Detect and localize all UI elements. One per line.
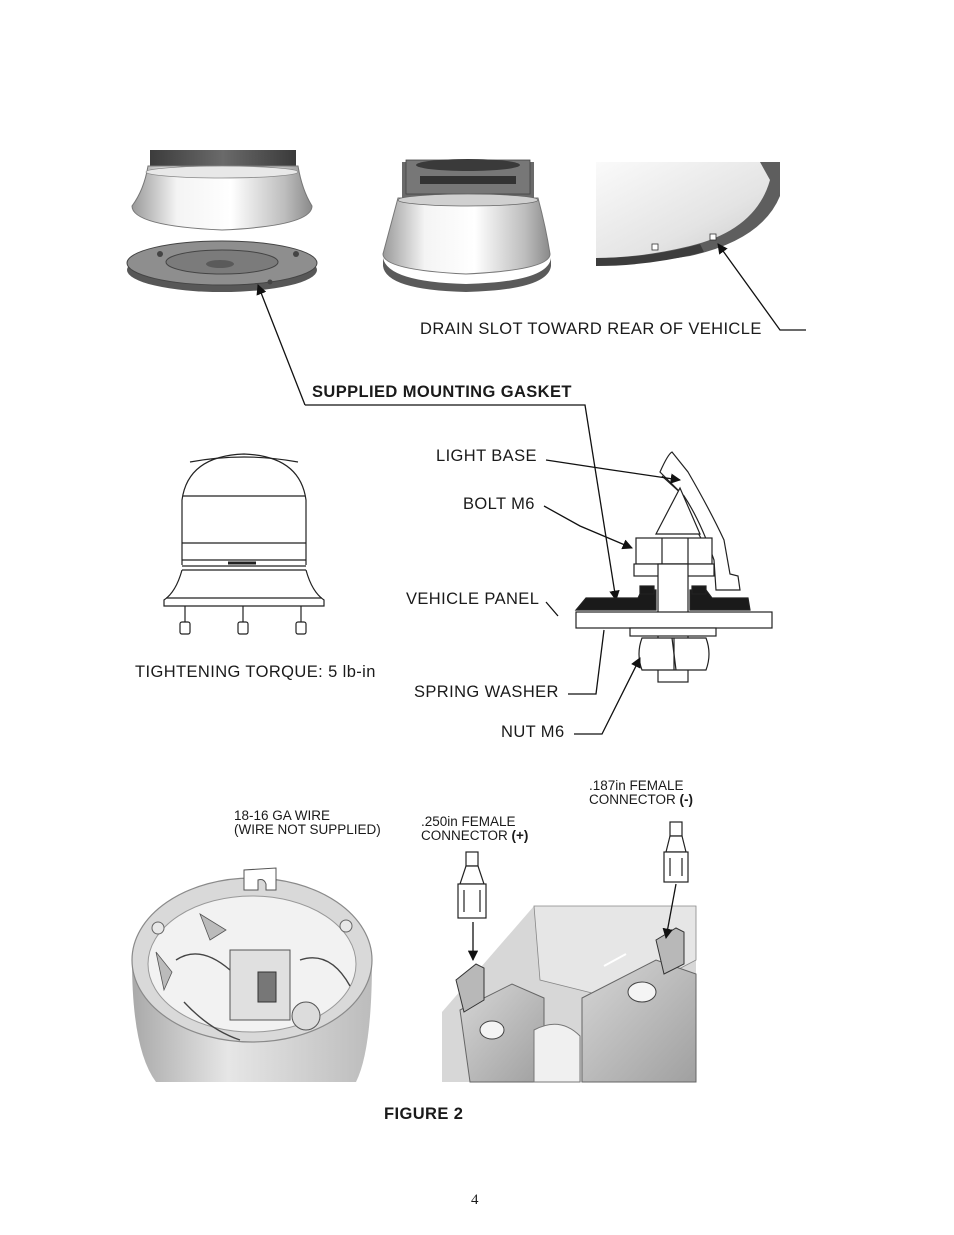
nut-label: NUT M6 (501, 723, 565, 741)
vehicle-panel-leader (545, 601, 559, 617)
wire-label-line2: (WIRE NOT SUPPLIED) (234, 822, 381, 837)
negative-connector-line1: .187in FEMALE (589, 778, 684, 793)
negative-connector-line2: CONNECTOR (-) (589, 793, 693, 807)
bolt-leader (543, 505, 633, 550)
drain-slot-closeup-illustration (596, 162, 780, 266)
figure-caption: FIGURE 2 (384, 1105, 464, 1123)
gasket-leader-upper (256, 284, 306, 406)
spring-washer-label: SPRING WASHER (414, 683, 559, 701)
mounting-section-drawing (574, 451, 773, 683)
torque-label: TIGHTENING TORQUE: 5 lb-in (135, 663, 376, 681)
wire-label: 18-16 GA WIRE (WIRE NOT SUPPLIED) (234, 809, 381, 837)
assembled-light-illustration (382, 159, 551, 292)
light-base-leader (545, 459, 682, 484)
wiring-bowl-photo (131, 867, 373, 1082)
positive-connector-line2: CONNECTOR (+) (421, 829, 528, 843)
negative-connector-drawing (663, 821, 689, 883)
wire-label-line1: 18-16 GA WIRE (234, 808, 331, 823)
page-number: 4 (471, 1192, 479, 1208)
positive-connector-label: .250in FEMALE CONNECTOR (+) (421, 815, 528, 843)
positive-connector-text: CONNECTOR (421, 828, 512, 843)
light-base-label: LIGHT BASE (436, 447, 537, 465)
positive-connector-line1: .250in FEMALE (421, 814, 516, 829)
nut-leader (574, 657, 641, 735)
negative-polarity: (-) (679, 792, 694, 807)
terminal-bracket-photo (442, 905, 697, 1083)
drain-slot-leader (717, 243, 806, 331)
vehicle-panel-label: VEHICLE PANEL (406, 590, 540, 608)
drain-slot-label: DRAIN SLOT TOWARD REAR OF VEHICLE (420, 320, 762, 338)
light-and-gasket-illustration (126, 150, 318, 292)
negative-connector-text: CONNECTOR (589, 792, 680, 807)
gasket-label: SUPPLIED MOUNTING GASKET (312, 383, 572, 401)
light-outline-drawing (163, 453, 325, 635)
gasket-leader-frame (305, 404, 620, 602)
bolt-label: BOLT M6 (463, 495, 535, 513)
spring-washer-leader (568, 629, 605, 695)
positive-polarity: (+) (511, 828, 529, 843)
negative-connector-arrow (662, 883, 677, 940)
positive-connector-drawing (457, 851, 487, 919)
negative-connector-label: .187in FEMALE CONNECTOR (-) (589, 779, 693, 807)
